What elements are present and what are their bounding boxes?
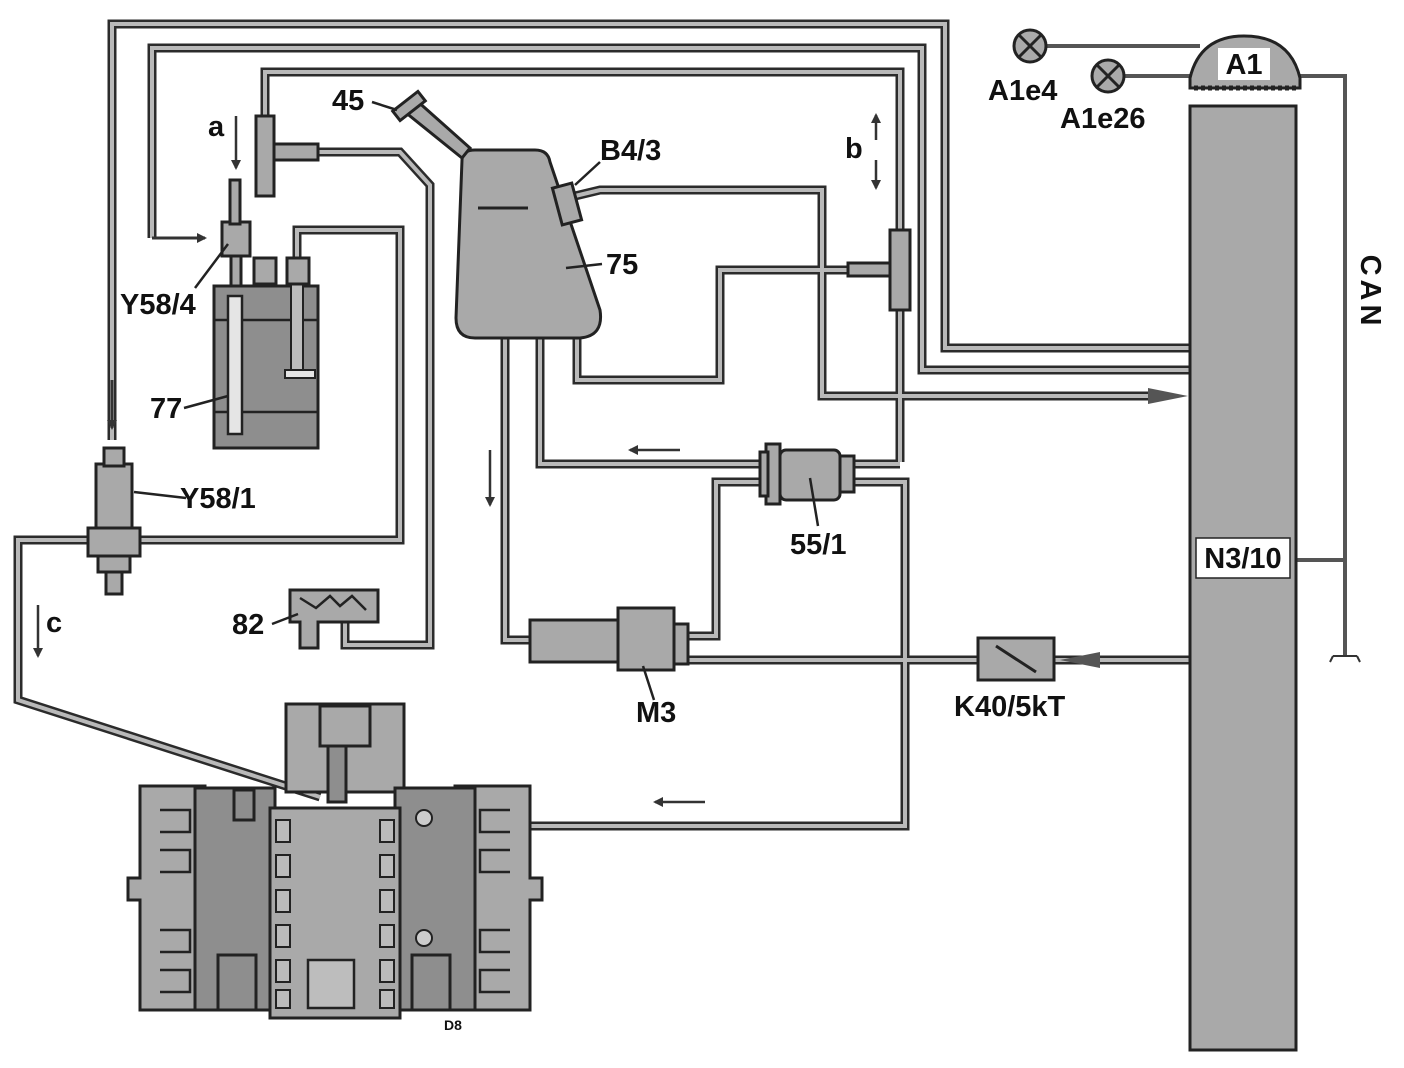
b4-3-label: B4/3	[600, 135, 661, 167]
d8-code-label: D8	[444, 1017, 462, 1033]
flow-a-label: a	[208, 111, 225, 143]
k40-5kt-label: K40/5kT	[954, 691, 1066, 723]
leader-lines	[133, 100, 820, 701]
a1e4-label: A1e4	[988, 75, 1057, 107]
label-75: 75	[606, 249, 638, 281]
y58-1-label: Y58/1	[180, 483, 256, 515]
a1e4-indicator-lamp-icon	[1012, 28, 1048, 64]
label-45: 45	[332, 85, 364, 117]
n3-10-control-unit: N3/10	[1188, 104, 1298, 1052]
charcoal-canister-77	[212, 114, 320, 450]
pressure-sensor-82	[288, 588, 380, 650]
component-labels: A1e4 A1e26 45 B4/3 b a 75 Y58/4 77 Y58/1…	[46, 75, 1386, 729]
b4-3-fuel-level-sensor	[550, 181, 584, 227]
label-77: 77	[150, 393, 182, 425]
a1e26-indicator-lamp-icon	[1090, 58, 1126, 94]
a1e26-label: A1e26	[1060, 103, 1145, 135]
can-bus-wire	[1046, 44, 1361, 663]
pipe-network	[13, 19, 1190, 831]
y58-4-label: Y58/4	[120, 289, 196, 321]
y58-4-shutoff-valve	[220, 178, 252, 288]
fuel-tank-75	[390, 89, 603, 340]
a1-instrument-cluster: A1	[1188, 34, 1302, 91]
a1-label: A1	[1225, 49, 1262, 81]
flow-c-label: c	[46, 607, 62, 639]
n3-10-label: N3/10	[1204, 543, 1281, 575]
k40-5kt-relay	[976, 636, 1056, 682]
engine-block: D8	[126, 702, 544, 1033]
vent-tee-fitting	[846, 228, 912, 312]
m3-label: M3	[636, 697, 676, 729]
label-82: 82	[232, 609, 264, 641]
flow-arrows	[33, 113, 1188, 807]
label-55-1: 55/1	[790, 529, 846, 561]
m3-fuel-pump	[528, 606, 690, 672]
fuel-filter-55-1	[758, 442, 856, 506]
can-label: CAN	[1354, 255, 1386, 330]
y58-1-purge-valve	[86, 446, 142, 596]
flow-b-label: b	[845, 133, 863, 165]
